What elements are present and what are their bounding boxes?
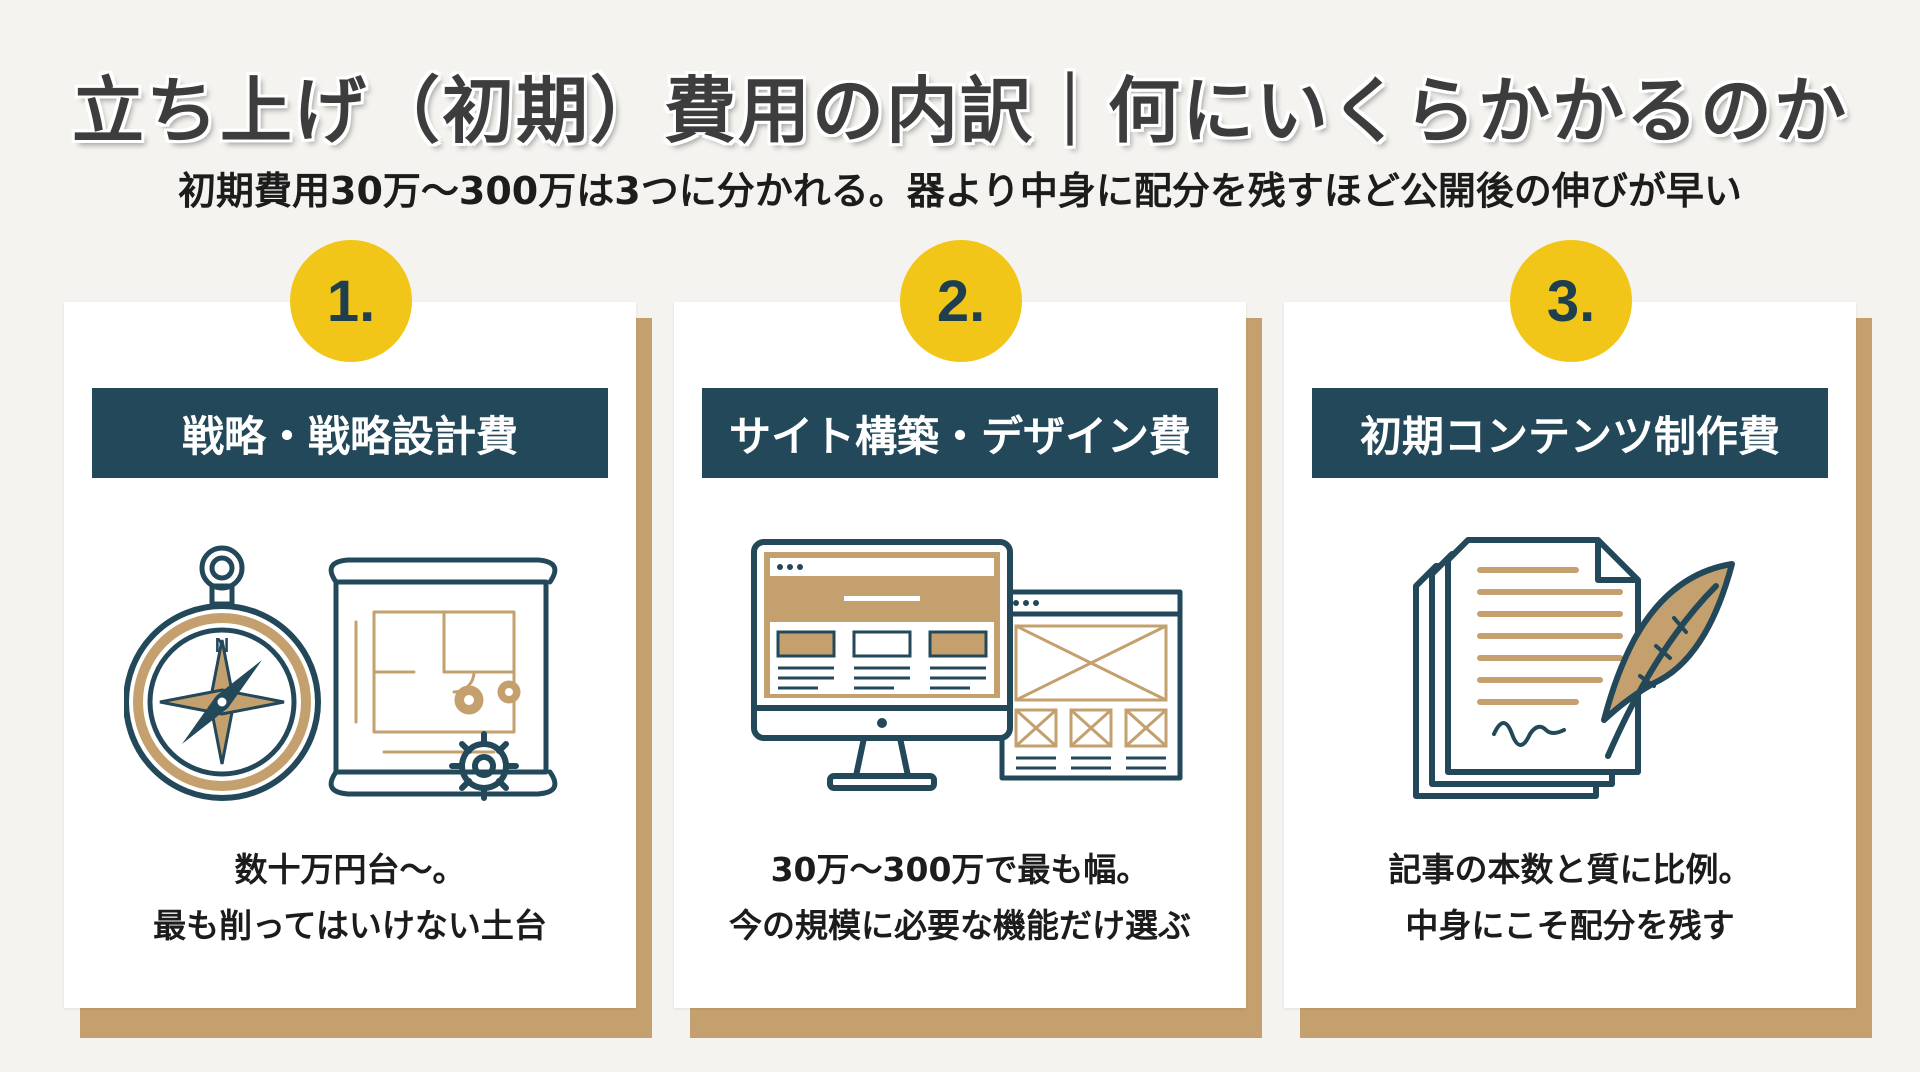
description-line-2: 最も削ってはいけない土台 [153,906,547,945]
description-line-1: 記事の本数と質に比例。 [1388,850,1752,889]
card-description: 30万〜300万で最も幅。 今の規模に必要な機能だけ選ぶ [674,842,1246,954]
card-description: 数十万円台〜。 最も削ってはいけない土台 [64,842,636,954]
cost-card-build-design: 2. サイト構築・デザイン費 [674,240,1262,1038]
monitor-wireframe-icon [751,539,1183,791]
description-line-1: 数十万円台〜。 [234,850,466,889]
card-heading: サイト構築・デザイン費 [702,388,1218,478]
step-number-badge: 2. [900,240,1022,362]
cost-card-strategy: 1. 戦略・戦略設計費 [64,240,652,1038]
document-quill-icon [1413,537,1735,799]
card-heading: 初期コンテンツ制作費 [1312,388,1828,478]
cost-card-content: 3. 初期コンテンツ制作費 記事の本数と質に比例。 中身にこそ配分を残す [1284,240,1872,1038]
page-subtitle: 初期費用30万〜300万は3つに分かれる。器より中身に配分を残すほど公開後の伸び… [178,169,1742,213]
page-title: 立ち上げ（初期）費用の内訳｜何にいくらかかるのか [71,69,1848,153]
card-description: 記事の本数と質に比例。 中身にこそ配分を残す [1284,842,1856,954]
compass-blueprint-gear-icon: N [124,545,558,801]
step-number-badge: 1. [290,240,412,362]
card-body: 2. サイト構築・デザイン費 [674,240,1246,1008]
description-line-2: 今の規模に必要な機能だけ選ぶ [729,906,1191,945]
card-body: 1. 戦略・戦略設計費 [64,240,636,1008]
description-line-2: 中身にこそ配分を残す [1405,906,1735,945]
svg-text:N: N [215,635,229,657]
card-heading: 戦略・戦略設計費 [92,388,608,478]
description-line-1: 30万〜300万で最も幅。 [770,850,1150,889]
step-number-badge: 3. [1510,240,1632,362]
card-body: 3. 初期コンテンツ制作費 記事の本数と質に比例。 中身にこそ配分を残す [1284,240,1856,1008]
